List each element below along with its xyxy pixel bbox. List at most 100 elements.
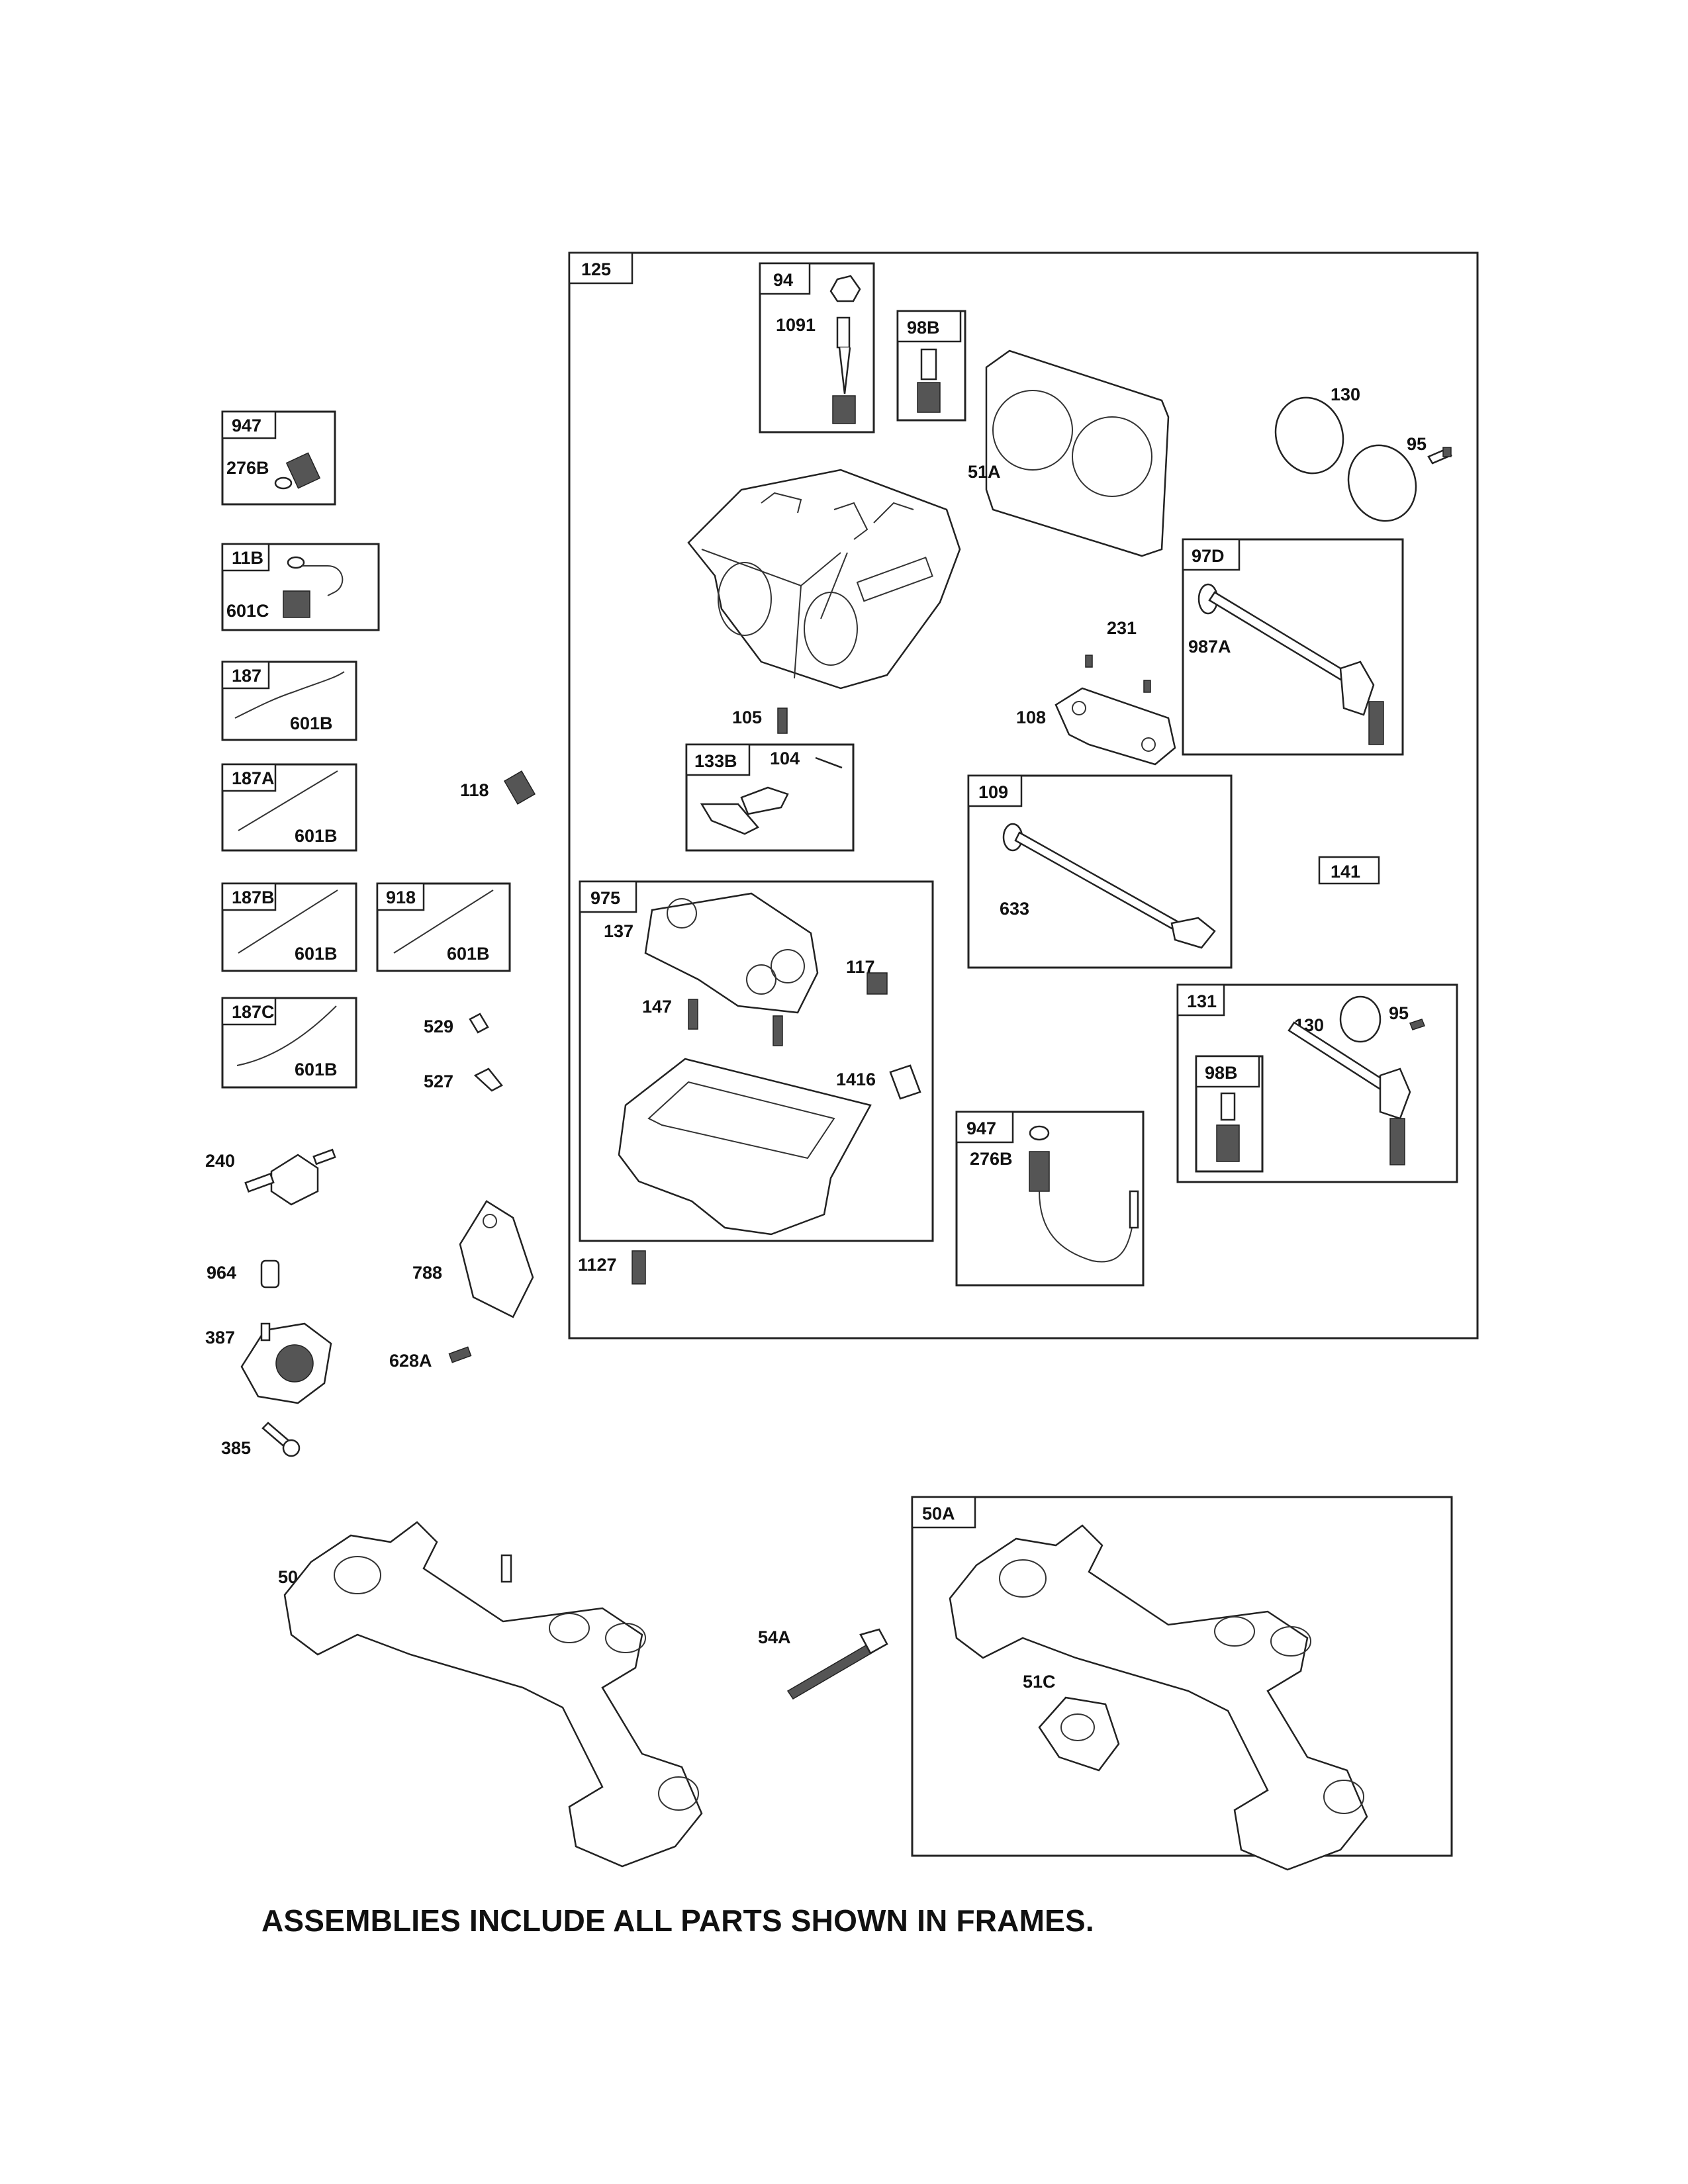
label-527: 527 [424, 1071, 453, 1091]
choke-shaft-633-part [1002, 823, 1216, 949]
label-105: 105 [732, 707, 762, 727]
frame-131: 131 130 95 98B [1176, 983, 1458, 1183]
screw-1127-part [632, 1250, 646, 1285]
label-947-mid: 947 [966, 1118, 996, 1138]
frame-975: 975 137 117 147 1416 [579, 880, 934, 1242]
frame-98b-top: 98B [896, 310, 966, 422]
frame-11b: 11B 601C [221, 543, 380, 631]
label-601b-1: 601B [290, 713, 333, 733]
hose-918-part [393, 889, 494, 954]
label-947-left: 947 [232, 416, 261, 435]
gasket-51c-part [1038, 1696, 1120, 1772]
frame-187c: 187C 601B [221, 997, 357, 1089]
label-964: 964 [207, 1263, 236, 1283]
solenoid-276b-part [274, 452, 321, 490]
label-231: 231 [1107, 618, 1137, 638]
part-964 [260, 1259, 280, 1289]
fuel-filter-240-part [244, 1148, 336, 1206]
label-187b: 187B [232, 887, 275, 907]
label-601b-3: 601B [295, 944, 338, 964]
hose-187-part [234, 671, 345, 719]
part-105 [777, 707, 788, 734]
frame-187b: 187B 601B [221, 882, 357, 972]
part-118 [503, 770, 536, 805]
label-118: 118 [460, 780, 489, 800]
label-141: 141 [1331, 862, 1360, 882]
assemblies-footnote: ASSEMBLIES INCLUDE ALL PARTS SHOWN IN FR… [261, 1903, 1094, 1938]
choke-assembly-131-part [1288, 995, 1425, 1165]
label-1416: 1416 [836, 1069, 876, 1089]
label-95-top: 95 [1407, 434, 1427, 454]
screw-spring-part [917, 348, 941, 413]
label-51a: 51A [968, 462, 1001, 482]
label-98b-top: 98B [907, 318, 940, 338]
fuel-line-11b-part [283, 556, 344, 618]
throttle-plates-130-part [1274, 396, 1417, 522]
frame-98b-mid: 98B [1195, 1055, 1264, 1173]
label-51c: 51C [1023, 1672, 1056, 1692]
frame-187a: 187A 601B [221, 763, 357, 852]
label-98b-mid: 98B [1205, 1063, 1238, 1083]
label-601b-4: 601B [447, 944, 490, 964]
label-11b: 11B [232, 548, 263, 568]
screws-147-part [688, 999, 783, 1046]
bracket-788-part [459, 1200, 534, 1318]
label-54a: 54A [758, 1627, 791, 1647]
frame-133b: 133B 104 [685, 743, 855, 852]
label-987a: 987A [1188, 637, 1231, 657]
label-276b-left: 276B [226, 458, 269, 478]
label-108: 108 [1016, 707, 1046, 727]
label-387: 387 [205, 1328, 235, 1347]
label-601b-5: 601B [295, 1060, 338, 1079]
intake-manifold-50a-part [949, 1524, 1368, 1871]
label-601b-2: 601B [295, 826, 338, 846]
label-109: 109 [978, 782, 1008, 802]
hose-187a-part [238, 770, 338, 831]
label-385: 385 [221, 1438, 251, 1458]
label-133b: 133B [694, 751, 737, 771]
frame-94: 94 1091 [759, 262, 875, 433]
label-187: 187 [232, 666, 261, 686]
label-94: 94 [773, 270, 793, 290]
frame-125: 125 [568, 251, 1479, 1340]
frame-50a: 50A 51C [911, 1496, 1453, 1871]
label-187c: 187C [232, 1002, 275, 1022]
gasket-137-part [644, 892, 819, 1014]
label-147: 147 [642, 997, 672, 1017]
clip-527-part [473, 1068, 503, 1092]
label-276b-mid: 276B [970, 1149, 1013, 1169]
frame-97d: 97D 987A [1182, 538, 1404, 756]
frame-109: 109 633 [967, 774, 1233, 969]
box-141: 141 [1318, 856, 1380, 885]
label-50a: 50A [922, 1504, 955, 1524]
screw-385-part [261, 1422, 301, 1457]
label-104: 104 [770, 749, 800, 768]
label-137: 137 [604, 921, 633, 941]
label-628a: 628A [389, 1351, 432, 1371]
screw-95-top-part [1427, 447, 1452, 465]
frame-918: 918 601B [376, 882, 511, 972]
screw-628a-part [448, 1346, 472, 1363]
fuel-solenoid-part [1029, 1125, 1139, 1263]
label-187a: 187A [232, 768, 275, 788]
label-601c: 601C [226, 601, 269, 621]
intake-manifold-50-part [283, 1521, 703, 1868]
label-95-mid: 95 [1389, 1003, 1409, 1023]
label-975: 975 [590, 888, 620, 908]
gasket-51a-part [985, 349, 1170, 557]
part-529 [469, 1013, 489, 1034]
fuel-pump-387-part [240, 1322, 332, 1404]
plug-117-part [867, 972, 888, 995]
label-529: 529 [424, 1017, 453, 1036]
label-240: 240 [205, 1151, 235, 1171]
label-97d: 97D [1192, 546, 1225, 566]
frame-187: 187 601B [221, 660, 357, 741]
screws-231-part [1085, 655, 1151, 693]
label-633: 633 [1000, 899, 1029, 919]
hose-187c-part [236, 1005, 337, 1066]
frame-947-left: 947 276B [221, 410, 336, 506]
lever-133b-part [700, 756, 843, 835]
carburetor-body-part [687, 469, 961, 690]
frame-947-mid: 947 276B [955, 1111, 1145, 1287]
